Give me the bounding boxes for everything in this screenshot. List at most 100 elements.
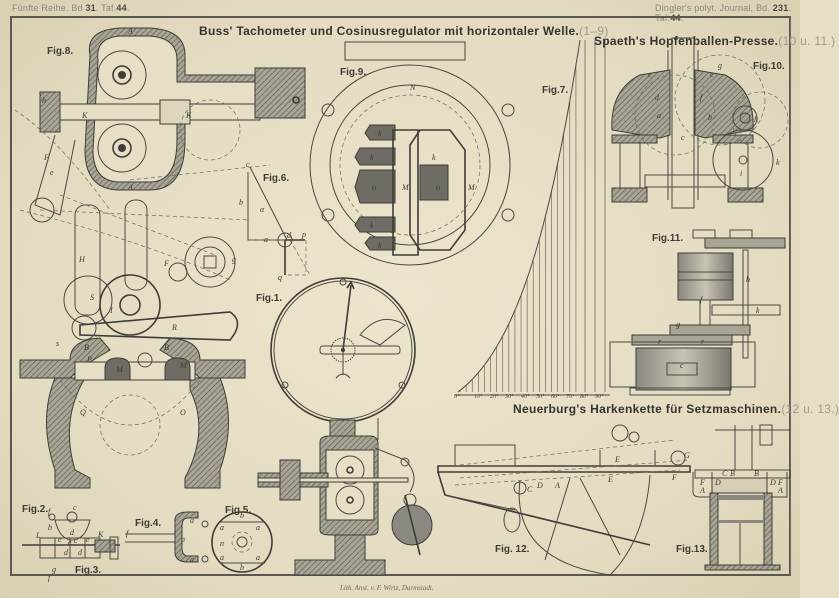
svg-text:e: e <box>710 70 714 79</box>
svg-text:a: a <box>190 516 194 525</box>
fig11-label: Fig.11. <box>652 233 684 244</box>
svg-text:k: k <box>378 129 382 138</box>
svg-text:e: e <box>50 168 54 177</box>
plate-number: 44 <box>116 3 127 13</box>
svg-text:f: f <box>126 529 130 538</box>
svg-text:d: d <box>78 548 83 557</box>
svg-text:L: L <box>35 531 41 540</box>
plate-series-header: Fünfte Reihe. Bd 31. Taf.44. <box>12 3 130 13</box>
fig7-tick: 20° <box>490 393 499 400</box>
fig2-5-drawings: f c d e L b e c d d e K g f f a n a b a … <box>22 503 273 582</box>
svg-text:k: k <box>370 221 374 230</box>
svg-text:o: o <box>372 183 376 192</box>
svg-text:r: r <box>658 337 662 346</box>
svg-text:c: c <box>680 361 684 370</box>
svg-text:a: a <box>256 523 260 532</box>
svg-text:a: a <box>190 555 194 564</box>
fig7-tick: 40° <box>521 393 530 400</box>
svg-text:D: D <box>714 478 721 487</box>
fig12-label: Fig. 12. <box>495 544 530 555</box>
svg-text:k: k <box>756 306 760 315</box>
svg-text:a: a <box>264 235 268 244</box>
fig9-drawing: N k k k k k o o M M <box>309 41 515 266</box>
svg-text:F: F <box>671 473 677 482</box>
svg-text:b: b <box>240 563 244 572</box>
svg-text:n: n <box>181 535 185 544</box>
fig6-label: Fig.6. <box>263 173 290 184</box>
svg-text:a: a <box>220 523 224 532</box>
svg-text:e: e <box>648 70 652 79</box>
svg-text:H: H <box>78 255 86 264</box>
journal-volume: 231 <box>772 3 789 13</box>
svg-text:f: f <box>700 93 704 102</box>
svg-text:h: h <box>42 96 46 105</box>
svg-text:g: g <box>52 565 56 574</box>
svg-text:I: I <box>109 306 113 315</box>
svg-text:k: k <box>378 241 382 250</box>
fig7-tick: 60° <box>551 393 560 400</box>
svg-text:F: F <box>43 153 49 162</box>
fig7-tick: 0° <box>454 393 460 400</box>
svg-text:c: c <box>74 536 78 545</box>
fig7-tick: 50° <box>536 393 545 400</box>
fig8-label: Fig.8. <box>47 46 74 57</box>
fig7-drawing <box>457 39 606 393</box>
svg-text:A: A <box>127 183 133 192</box>
fig7-tick: 80° <box>580 393 589 400</box>
fig7-tick: 10° <box>474 393 483 400</box>
svg-text:p: p <box>301 230 306 239</box>
svg-text:b: b <box>240 511 244 520</box>
fig11-drawing: h f k g r r c <box>609 229 786 396</box>
fig8-lower-drawing: H F g S I R B B M M P s Q O <box>19 194 246 489</box>
fig7-label: Fig.7. <box>542 85 569 96</box>
svg-text:b: b <box>48 523 52 532</box>
svg-text:E: E <box>607 475 613 484</box>
fig7-tick: 70° <box>566 393 575 400</box>
svg-text:k: k <box>432 153 436 162</box>
svg-text:f: f <box>48 573 52 582</box>
svg-text:r: r <box>701 337 705 346</box>
frame-divider <box>790 16 791 576</box>
svg-text:O: O <box>180 408 186 417</box>
journal-plate-number: 44 <box>670 13 681 23</box>
svg-text:g: g <box>676 320 680 329</box>
fig7-axis: 0° 10° 20° 30° 40° 50° 60° 70° 80° 90° <box>454 393 610 400</box>
svg-text:a: a <box>256 553 260 562</box>
lithographer-credit: Lith. Anst. v. F. Wirtz, Darmstadt. <box>340 584 434 592</box>
fig13-label: Fig.13. <box>676 544 708 555</box>
svg-text:A: A <box>699 486 705 495</box>
fig13-drawing: F A D C B B D F A <box>692 424 791 571</box>
svg-text:D: D <box>536 481 543 490</box>
journal-plate-prefix: . Taf. <box>655 3 792 23</box>
svg-text:F: F <box>699 478 705 487</box>
svg-text:a: a <box>657 111 661 120</box>
svg-text:N: N <box>409 83 416 92</box>
svg-text:i: i <box>740 169 742 178</box>
svg-text:K: K <box>81 111 88 120</box>
section-title-text: Neuerburg's Harkenkette für Setzmaschine… <box>513 402 782 416</box>
fig7-tick: 90° <box>595 393 604 400</box>
svg-text:b: b <box>708 113 712 122</box>
svg-text:g: g <box>718 61 722 70</box>
svg-text:h: h <box>746 275 750 284</box>
svg-text:B: B <box>164 343 169 352</box>
svg-text:f: f <box>48 507 52 516</box>
fig10-drawing: e e g d f a b c h k i <box>611 37 789 209</box>
section-title-tachometer: Buss' Tachometer und Cosinusregulator mi… <box>199 24 609 38</box>
svg-text:F: F <box>777 478 783 487</box>
section-title-text: Buss' Tachometer und Cosinusregulator mi… <box>199 24 580 38</box>
fig2-label: Fig.2. <box>22 504 49 515</box>
svg-text:g: g <box>232 255 236 264</box>
svg-text:e: e <box>86 535 90 544</box>
svg-text:c: c <box>246 160 250 169</box>
svg-text:B: B <box>84 343 89 352</box>
svg-text:C: C <box>527 485 533 494</box>
fig6-drawing: c b α a d p q <box>239 160 311 282</box>
fig4-label: Fig.4. <box>135 518 162 529</box>
fig3-label: Fig.3. <box>75 565 102 576</box>
svg-text:k: k <box>370 153 374 162</box>
svg-text:n: n <box>220 539 224 548</box>
journal-label: Dingler's polyt. Journal, Bd. <box>655 3 771 13</box>
svg-text:b: b <box>239 198 243 207</box>
svg-text:A: A <box>554 481 560 490</box>
